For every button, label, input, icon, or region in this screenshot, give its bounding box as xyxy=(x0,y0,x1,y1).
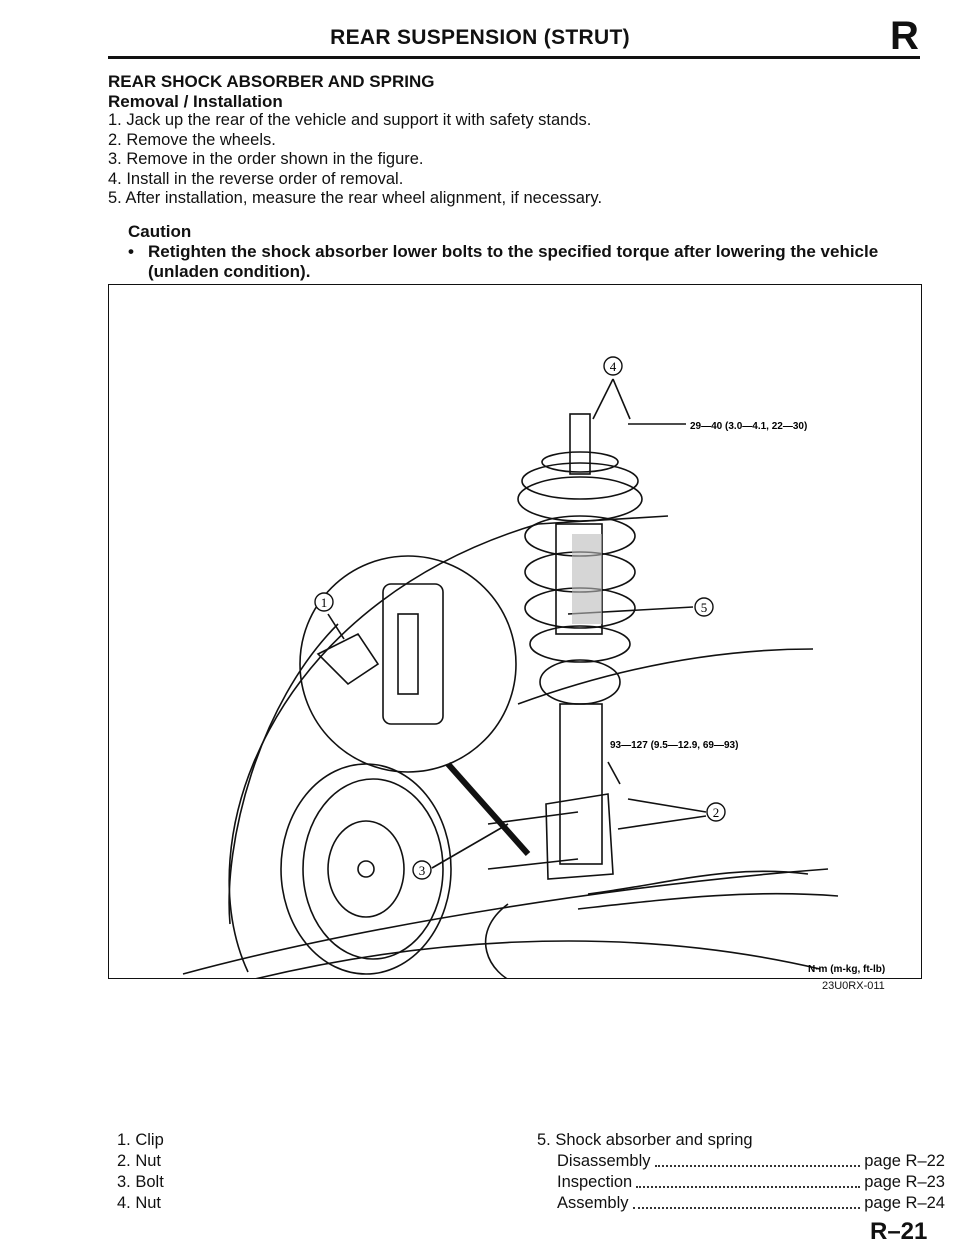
legend-item-5: 5. Shock absorber and spring xyxy=(537,1131,753,1149)
callout-3: 3 xyxy=(412,860,432,880)
body-line xyxy=(517,648,814,705)
step-1: 1. Jack up the rear of the vehicle and s… xyxy=(108,111,592,129)
torque-top-label: 29—40 (3.0—4.1, 22—30) xyxy=(690,421,807,432)
caution-bullet: • xyxy=(128,242,134,261)
callout-1-label: 1 xyxy=(321,595,328,610)
callout-4: 4 xyxy=(603,356,623,376)
legend-subitem-inspection: Inspection page R–23 xyxy=(557,1172,945,1193)
procedure-steps: 1. Jack up the rear of the vehicle and s… xyxy=(108,111,602,209)
subsection-title: Removal / Installation xyxy=(108,92,283,111)
callout-2: 2 xyxy=(706,802,726,822)
callout-5: 5 xyxy=(694,597,714,617)
leader-dots xyxy=(654,1151,861,1167)
callout-5-label: 5 xyxy=(701,600,708,615)
callout-2-label: 2 xyxy=(713,805,720,820)
caution-line-2: (unladen condition). xyxy=(148,262,311,281)
step-5: 5. After installation, measure the rear … xyxy=(108,189,603,207)
suspension-figure: 4 5 2 3 1 29—40 (3.0—4.1, 22—30) 93—127 … xyxy=(182,356,885,979)
subitem-label: Inspection xyxy=(557,1173,633,1191)
leader-dots xyxy=(636,1172,861,1188)
page-header-title: REAR SUSPENSION (STRUT) xyxy=(330,26,630,49)
section-title: REAR SHOCK ABSORBER AND SPRING xyxy=(108,72,435,91)
step-3: 3. Remove in the order shown in the figu… xyxy=(108,150,424,168)
legend-item-3: 3. Bolt xyxy=(117,1173,164,1191)
legend-column-2: 5. Shock absorber and spring Disassembly… xyxy=(537,1130,945,1214)
legend-subitem-disassembly: Disassembly page R–22 xyxy=(557,1151,945,1172)
page-number: R–21 xyxy=(870,1218,928,1245)
header-divider xyxy=(108,56,920,59)
callout-3-label: 3 xyxy=(419,863,426,878)
step-2: 2. Remove the wheels. xyxy=(108,130,276,149)
figure-frame xyxy=(108,284,922,979)
subitem-label: Assembly xyxy=(557,1194,629,1212)
subitem-page: page R–23 xyxy=(864,1173,945,1191)
caution-title: Caution xyxy=(128,222,192,241)
callout-1: 1 xyxy=(314,592,334,612)
step-4: 4. Install in the reverse order of remov… xyxy=(108,169,404,188)
legend-item-2: 2. Nut xyxy=(117,1152,162,1170)
figure-code: 23U0RX-011 xyxy=(822,980,885,992)
legend-subitem-assembly: Assembly page R–24 xyxy=(557,1193,945,1214)
detail-circle xyxy=(299,555,517,773)
legend-column-1: 1. Clip 2. Nut 3. Bolt 4. Nut xyxy=(117,1130,164,1214)
section-letter: R xyxy=(890,14,919,58)
legend-item-4: 4. Nut xyxy=(117,1194,162,1212)
subitem-page: page R–24 xyxy=(864,1194,945,1212)
callout-4-label: 4 xyxy=(610,359,617,374)
leader-dots xyxy=(632,1193,861,1209)
subitem-label: Disassembly xyxy=(557,1152,651,1170)
wheel-arch xyxy=(228,515,669,973)
caution-line-1: Retighten the shock absorber lower bolts… xyxy=(148,242,879,261)
subitem-page: page R–22 xyxy=(864,1152,945,1170)
legend-item-1: 1. Clip xyxy=(117,1131,164,1149)
torque-units-label: N·m (m-kg, ft-lb) xyxy=(808,964,885,975)
caution-text: • Retighten the shock absorber lower bolt… xyxy=(128,242,928,282)
torque-lower-label: 93—127 (9.5—12.9, 69—93) xyxy=(610,740,738,751)
